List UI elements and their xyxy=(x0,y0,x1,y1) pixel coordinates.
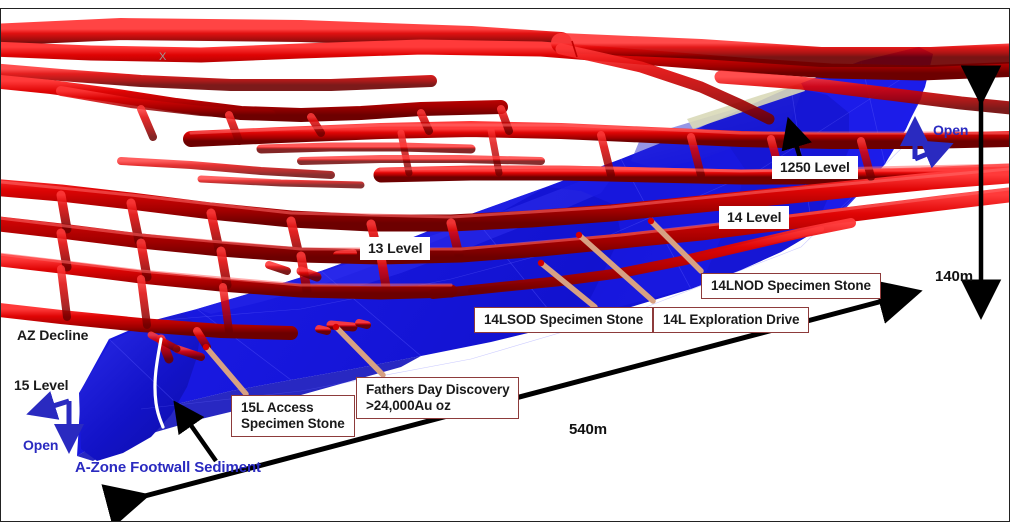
label-open-top-right: Open xyxy=(933,122,969,138)
label-1250-level: 1250 Level xyxy=(772,156,858,179)
scale-label-540m: 540m xyxy=(569,421,607,438)
annotation-arrows-layer xyxy=(26,40,1002,521)
label-open-bottom-left: Open xyxy=(23,437,59,453)
open-indicator-top-right xyxy=(900,116,954,169)
collar-14lsod xyxy=(537,259,545,267)
label-fathers-day-line2: >24,000Au oz xyxy=(366,397,451,413)
development-drives-layer xyxy=(1,18,1009,364)
label-fathers-day-discovery: Fathers Day Discovery>24,000Au oz xyxy=(356,377,520,419)
leader-14lnod xyxy=(648,218,704,274)
label-13-level: 13 Level xyxy=(360,237,431,260)
drive-highlights xyxy=(1,123,1009,287)
pointer-a-zone-footwall xyxy=(173,400,218,463)
label-a-zone-footwall-sediment: A-Zone Footwall Sediment xyxy=(75,459,261,476)
label-15-level: 15 Level xyxy=(14,377,69,393)
origin-marker-icon: X xyxy=(159,51,167,63)
collar-14lnod xyxy=(647,217,655,225)
tick-marker-top xyxy=(571,40,578,58)
label-az-decline: AZ Decline xyxy=(17,327,89,343)
label-fathers-day-line1: Fathers Day Discovery xyxy=(366,382,510,397)
label-14l-exploration-drive: 14L Exploration Drive xyxy=(653,307,810,333)
mine-3d-scene: X AZ Decline 15 Level 13 Level 14 Level … xyxy=(1,9,1009,521)
label-14-level: 14 Level xyxy=(719,206,790,229)
label-14lnod-specimen-stone: 14LNOD Specimen Stone xyxy=(701,273,881,299)
open-indicator-bottom-left xyxy=(26,391,84,454)
label-15l-access-line2: Specimen Stone xyxy=(241,415,345,431)
label-15l-access-line1: 15L Access xyxy=(241,400,314,415)
collar-14l-exploration xyxy=(575,231,583,239)
pointer-1250-level xyxy=(781,116,812,162)
mine-development-network xyxy=(1,18,1009,364)
scale-label-140m: 140m xyxy=(935,268,973,285)
label-14lsod-specimen-stone: 14LSOD Specimen Stone xyxy=(474,307,654,333)
